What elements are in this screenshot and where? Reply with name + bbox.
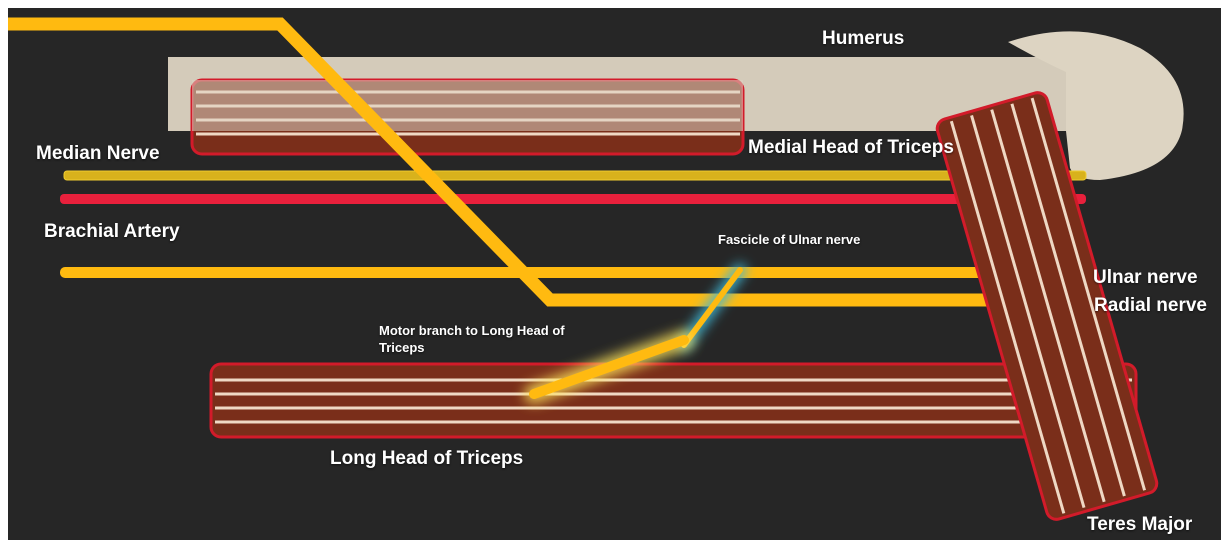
teres-major-label: Teres Major bbox=[1087, 514, 1192, 536]
brachial-artery bbox=[60, 194, 1086, 204]
ulnar-nerve bbox=[60, 267, 1088, 278]
brachial-artery-label: Brachial Artery bbox=[44, 221, 180, 243]
median-nerve-label: Median Nerve bbox=[36, 143, 160, 165]
long-head-label: Long Head of Triceps bbox=[330, 448, 523, 470]
fascicle-ulnar-label: Fascicle of Ulnar nerve bbox=[718, 233, 860, 248]
medial-head-label: Medial Head of Triceps bbox=[748, 137, 954, 159]
long-head-of-triceps bbox=[211, 364, 1136, 437]
humerus-label: Humerus bbox=[822, 28, 904, 50]
motor-branch-label-line1: Motor branch to Long Head of bbox=[379, 324, 565, 339]
medial-head-of-triceps bbox=[192, 80, 743, 154]
median-nerve bbox=[64, 171, 1086, 180]
motor-branch-label-line2: Triceps bbox=[379, 341, 425, 356]
radial-nerve-label: Radial nerve bbox=[1094, 295, 1207, 317]
ulnar-nerve-label: Ulnar nerve bbox=[1093, 267, 1198, 289]
